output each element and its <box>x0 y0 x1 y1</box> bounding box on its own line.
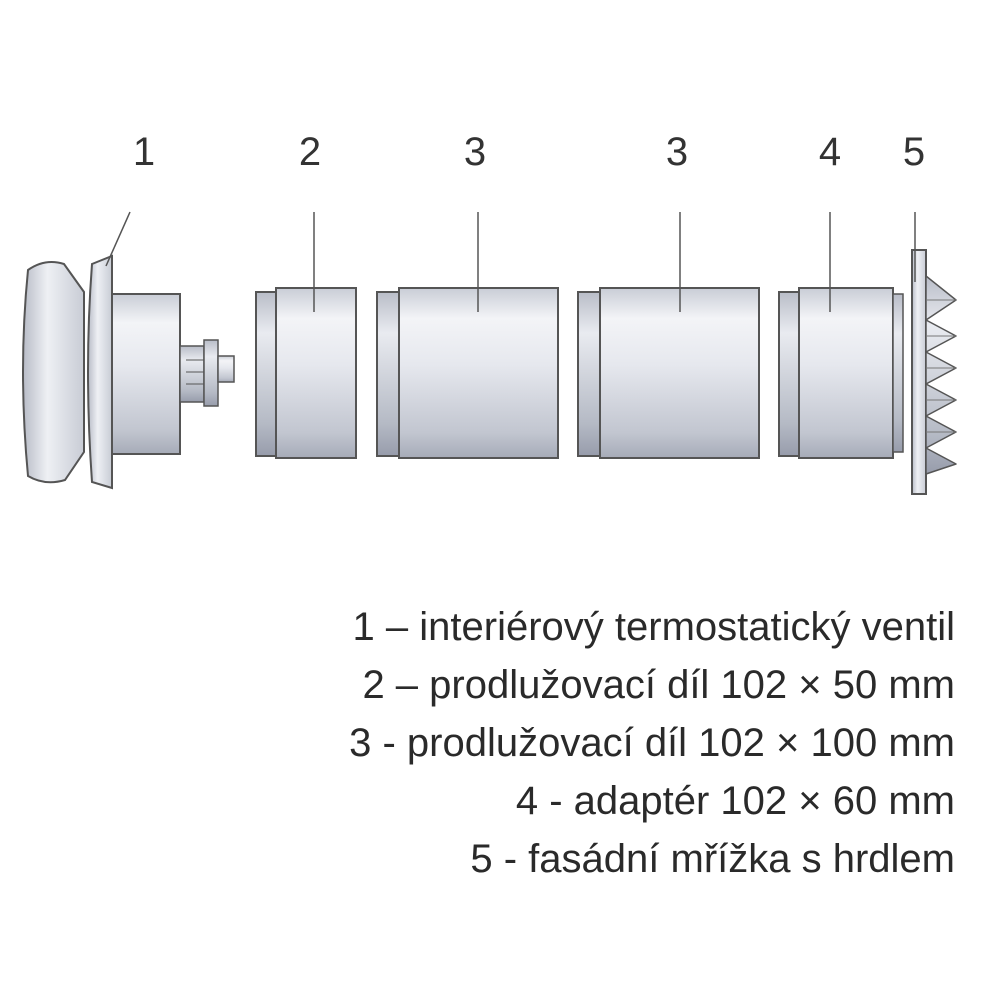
part-5-facade-grille <box>911 249 957 495</box>
valve-cap <box>22 261 85 484</box>
callout-3a: 3 <box>463 130 487 174</box>
part-4-adapter-60 <box>778 287 904 459</box>
parts-legend: 1 – interiérový termostatický ventil 2 –… <box>349 598 955 888</box>
callout-4: 4 <box>818 130 842 174</box>
leader-lines <box>105 211 916 312</box>
valve-body <box>111 293 181 455</box>
callout-2: 2 <box>298 130 322 174</box>
legend-item-4: 4 - adaptér 102 × 60 mm <box>515 779 955 823</box>
part-3b-extension-100 <box>577 287 760 459</box>
callout-1: 1 <box>132 130 156 174</box>
legend-item-3: 3 - prodlužovací díl 102 × 100 mm <box>349 721 955 765</box>
legend-item-2: 2 – prodlužovací díl 102 × 50 mm <box>362 663 955 707</box>
legend-item-5: 5 - fasádní mřížka s hrdlem <box>470 837 955 881</box>
part-3a-extension-100 <box>376 287 559 459</box>
valve-flange <box>87 254 113 490</box>
legend-item-1: 1 – interiérový termostatický ventil <box>352 605 955 649</box>
assembly-drawing <box>22 211 957 495</box>
part-2-extension-50 <box>255 287 357 459</box>
callout-5: 5 <box>902 130 926 174</box>
part-1-interior-valve <box>22 254 235 490</box>
callout-3b: 3 <box>665 130 689 174</box>
leader-1 <box>105 211 131 267</box>
exploded-assembly-diagram: 1 2 3 3 4 5 <box>22 130 957 495</box>
